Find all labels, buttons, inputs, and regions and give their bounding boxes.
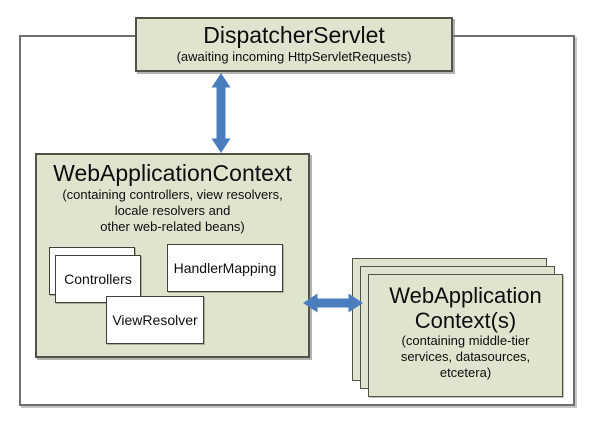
web-application-contexts-box: WebApplication Context(s) (containing mi… bbox=[368, 274, 563, 397]
dispatcher-servlet-title: DispatcherServlet bbox=[203, 22, 385, 48]
horizontal-bidirectional-arrow-icon bbox=[303, 293, 363, 313]
dispatcher-servlet-subtitle: (awaiting incoming HttpServletRequests) bbox=[176, 49, 412, 64]
web-application-contexts-title-line: WebApplication bbox=[389, 283, 542, 308]
web-application-contexts-subtitle-line: (containing middle-tier bbox=[401, 333, 530, 348]
web-application-context-subtitle-line: other web-related beans) bbox=[100, 219, 245, 234]
handler-mapping-box: HandlerMapping bbox=[167, 244, 283, 292]
view-resolver-label: ViewResolver bbox=[112, 312, 198, 328]
web-application-contexts-subtitle-line: etcetera) bbox=[439, 365, 492, 380]
controllers-box: Controllers bbox=[55, 255, 141, 303]
web-application-context-title: WebApplicationContext bbox=[53, 160, 292, 186]
web-application-contexts-title-line: Context(s) bbox=[414, 308, 517, 333]
web-application-context-subtitle-line: locale resolvers and bbox=[114, 203, 231, 218]
web-application-contexts-subtitle-line: services, datasources, bbox=[400, 349, 531, 364]
handler-mapping-label: HandlerMapping bbox=[173, 260, 277, 276]
dispatcher-servlet-box: DispatcherServlet (awaiting incoming Htt… bbox=[135, 17, 453, 72]
controllers-label: Controllers bbox=[64, 271, 132, 287]
vertical-bidirectional-arrow-icon bbox=[211, 73, 231, 153]
web-application-context-subtitle-line: (containing controllers, view resolvers, bbox=[62, 187, 283, 202]
view-resolver-box: ViewResolver bbox=[106, 296, 204, 344]
